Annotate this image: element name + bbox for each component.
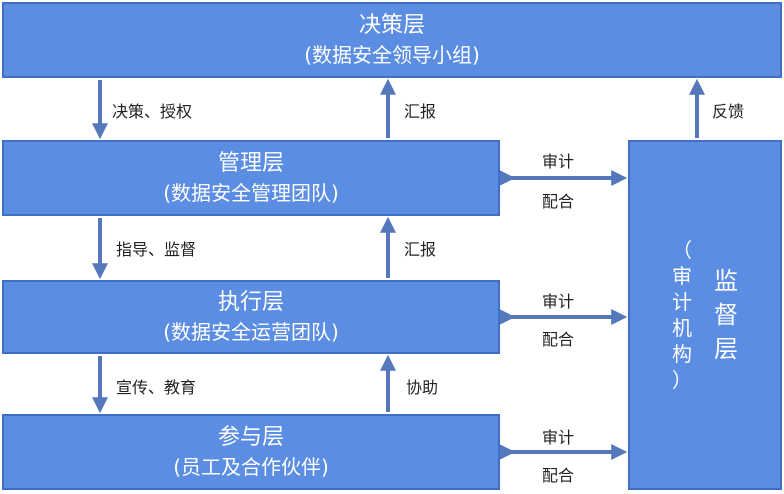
label-operate-to-participate: 宣传、教育 <box>116 378 197 397</box>
supervise-sub-char: （ <box>672 238 692 262</box>
manage-layer-sub: (数据安全管理团队) <box>163 181 339 205</box>
supervise-layer-name: 监 督 层 <box>714 264 738 366</box>
label-manage-to-decision: 汇报 <box>404 102 437 121</box>
manage-layer-box: 管理层 (数据安全管理团队) <box>2 140 500 216</box>
label-operate-to-manage: 汇报 <box>404 240 437 259</box>
label-supervise-to-decision: 反馈 <box>712 102 745 121</box>
supervise-name-char: 层 <box>714 335 738 363</box>
supervise-layer-sub: （ 审 计 机 构 ） <box>672 237 692 393</box>
decision-layer-sub: (数据安全领导小组) <box>304 43 480 67</box>
operate-layer-box: 执行层 (数据安全运营团队) <box>2 280 500 354</box>
supervise-sub-char: 构 <box>672 342 692 366</box>
supervise-name-char: 督 <box>714 301 738 329</box>
audit-label-bottom: 配合 <box>542 330 575 349</box>
audit-label-top: 审计 <box>542 292 575 311</box>
label-manage-to-operate: 指导、监督 <box>116 240 197 259</box>
audit-label-top: 审计 <box>542 428 575 447</box>
decision-layer-name: 决策层 <box>358 13 425 38</box>
participate-layer-sub: (员工及合作伙伴) <box>173 455 329 479</box>
supervise-layer-box: （ 审 计 机 构 ） 监 督 层 <box>628 140 782 490</box>
supervise-sub-char: 审 <box>672 264 692 288</box>
label-participate-to-operate: 协助 <box>406 378 439 397</box>
participate-layer-box: 参与层 (员工及合作伙伴) <box>2 414 500 490</box>
supervise-sub-char: 计 <box>672 290 692 314</box>
operate-layer-sub: (数据安全运营团队) <box>163 320 339 344</box>
manage-layer-name: 管理层 <box>217 151 284 176</box>
audit-label-bottom: 配合 <box>542 192 575 211</box>
supervise-sub-char: 机 <box>672 316 692 340</box>
audit-label-top: 审计 <box>542 152 575 171</box>
audit-label-bottom: 配合 <box>542 466 575 485</box>
label-decision-to-manage: 决策、授权 <box>112 102 193 121</box>
supervise-name-char: 监 <box>714 267 738 295</box>
decision-layer-box: 决策层 (数据安全领导小组) <box>2 2 782 78</box>
participate-layer-name: 参与层 <box>217 425 284 450</box>
supervise-sub-char: ） <box>672 368 692 392</box>
operate-layer-name: 执行层 <box>217 290 284 315</box>
